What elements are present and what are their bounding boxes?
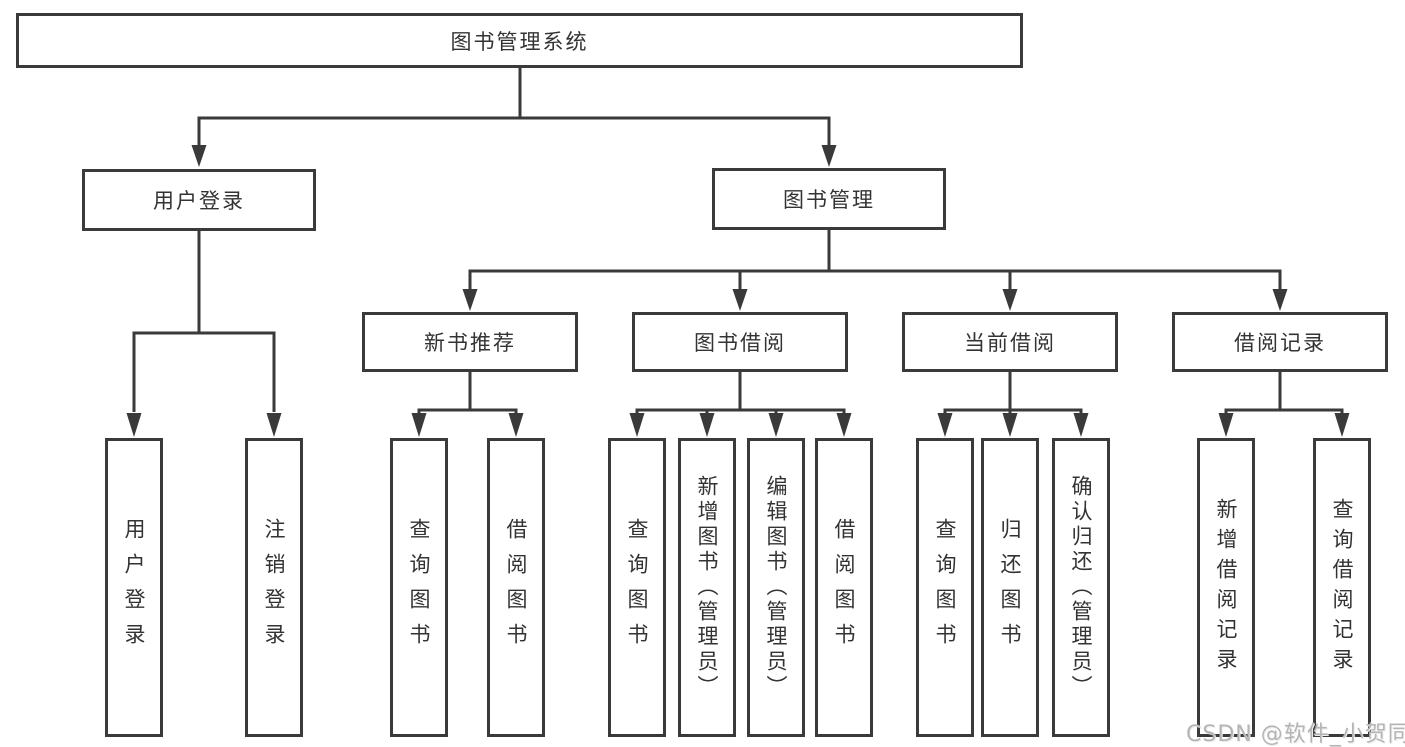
- node-library-system: 图书管理系统: [16, 13, 1023, 68]
- leaf-return-books: 归还图书: [981, 438, 1039, 737]
- leaf-logout: 注销登录: [245, 438, 303, 737]
- leaf-borrow-books-recommend: 借阅图书: [487, 438, 545, 737]
- leaf-borrow-books: 借阅图书: [815, 438, 873, 737]
- leaf-user-login: 用户登录: [105, 438, 163, 737]
- node-book-management: 图书管理: [712, 168, 946, 230]
- leaf-query-books-recommend: 查询图书: [390, 438, 448, 737]
- node-user-login: 用户登录: [82, 169, 316, 231]
- leaf-add-book-admin: 新增图书（管理员）: [678, 438, 736, 737]
- leaf-query-borrow-record: 查询借阅记录: [1313, 438, 1371, 737]
- leaf-add-borrow-record: 新增借阅记录: [1197, 438, 1255, 737]
- leaf-query-books-borrow: 查询图书: [608, 438, 666, 737]
- csdn-watermark: CSDN @软件_小贺同学: [1186, 722, 1405, 747]
- node-new-book-recommend: 新书推荐: [362, 312, 578, 372]
- node-borrow-records: 借阅记录: [1172, 312, 1388, 372]
- leaf-confirm-return-admin: 确认归还（管理员）: [1052, 438, 1110, 737]
- node-current-borrow: 当前借阅: [902, 312, 1118, 372]
- leaf-edit-book-admin: 编辑图书（管理员）: [747, 438, 805, 737]
- leaf-query-books-current: 查询图书: [916, 438, 974, 737]
- node-book-borrow: 图书借阅: [632, 312, 848, 372]
